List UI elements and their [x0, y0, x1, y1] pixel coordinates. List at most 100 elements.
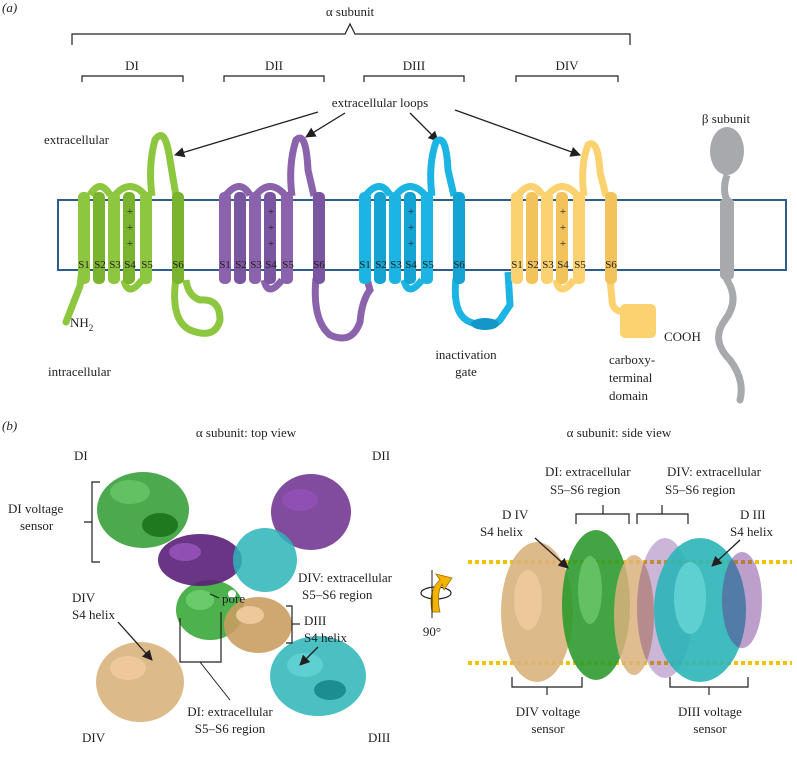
- segment-label-diii-s1: S1: [359, 259, 371, 271]
- panel-a-label: (a): [2, 0, 17, 15]
- panel-b: (b) α subunit: top view α subunit: side …: [2, 418, 792, 745]
- segment-label-di-s4: S4: [124, 259, 136, 271]
- bracket-di: [81, 75, 184, 82]
- beta-subunit-label: β subunit: [702, 111, 751, 126]
- s4-charge-diii-1: +: [408, 206, 414, 218]
- top-div-s4-label-2: S4 helix: [72, 607, 115, 622]
- top-div-extracellular-label-1: DIV: extracellular: [298, 570, 393, 585]
- segment-label-div-s4: S4: [557, 259, 569, 271]
- segment-label-di-s5: S5: [141, 259, 153, 271]
- s4-charge-di-3: +: [127, 238, 133, 250]
- extracellular-label: extracellular: [44, 132, 110, 147]
- top-diii-label: DIII: [368, 730, 390, 745]
- segment-label-div-s5: S5: [574, 259, 586, 271]
- domain-diii-topology: [359, 136, 514, 330]
- side-div-voltage-sensor-label-1: DIV voltage: [516, 704, 581, 719]
- carboxy-domain-label-3: domain: [609, 388, 648, 403]
- segment-label-dii-s4: S4: [265, 259, 277, 271]
- beta-subunit: [710, 127, 745, 404]
- side-div-s4-label-1: D IV: [502, 507, 529, 522]
- segment-label-dii-s5: S5: [282, 259, 294, 271]
- side-diii-voltage-sensor-label-1: DIII voltage: [678, 704, 742, 719]
- bracket-dii: [223, 75, 325, 82]
- segment-label-di-s3: S3: [109, 259, 121, 271]
- domain-brackets: DI DII DIII DIV: [81, 58, 619, 82]
- rotation-90-icon: [420, 570, 453, 618]
- segment-label-div-s3: S3: [542, 259, 554, 271]
- segment-label-diii-s2: S2: [375, 259, 387, 271]
- di-voltage-sensor-label-2: sensor: [20, 518, 54, 533]
- s4-charge-di-1: +: [127, 206, 133, 218]
- segment-label-div-s2: S2: [527, 259, 539, 271]
- panel-a: (a) α subunit DI DII DIII DIV extracellu…: [2, 0, 787, 404]
- side-div-s4-label-2: S4 helix: [480, 524, 523, 539]
- segment-label-div-s6: S6: [605, 259, 617, 271]
- side-div-extracellular-label-1: DIV: extracellular: [667, 464, 762, 479]
- segment-label-dii-s6: S6: [313, 259, 325, 271]
- cooh-label: COOH: [664, 329, 701, 344]
- segment-label-diii-s6: S6: [453, 259, 465, 271]
- extracellular-loops-label: extracellular loops: [332, 95, 428, 110]
- bracket-diii: [363, 75, 465, 82]
- intracellular-label: intracellular: [48, 364, 111, 379]
- s4-charge-div-3: +: [560, 238, 566, 250]
- side-diii-voltage-sensor-label-2: sensor: [693, 721, 727, 736]
- side-div-voltage-sensor-label-2: sensor: [531, 721, 565, 736]
- alpha-subunit-label: α subunit: [326, 4, 375, 19]
- top-di-label: DI: [74, 448, 88, 463]
- segment-label-di-s1: S1: [78, 259, 90, 271]
- segment-label-div-s1: S1: [511, 259, 523, 271]
- segment-label-diii-s3: S3: [390, 259, 402, 271]
- top-view-structure: [96, 472, 366, 722]
- top-div-s4-label-1: DIV: [72, 590, 96, 605]
- inactivation-gate-label-1: inactivation: [435, 347, 497, 362]
- s4-charge-div-1: +: [560, 206, 566, 218]
- side-div-extracellular-label-2: S5–S6 region: [665, 482, 736, 497]
- segment-label-di-s6: S6: [172, 259, 184, 271]
- top-diii-s4-label-1: DIII: [304, 613, 326, 628]
- domain-dii-topology: [219, 134, 374, 342]
- di-voltage-sensor-label-1: DI voltage: [8, 501, 63, 516]
- side-view-title: α subunit: side view: [567, 425, 672, 440]
- side-di-extracellular-label-1: DI: extracellular: [545, 464, 631, 479]
- alpha-subunit-bracket: [71, 22, 631, 45]
- domain-di-topology: [62, 132, 224, 337]
- domain-label-div: DIV: [555, 58, 579, 73]
- side-diii-s4-label-2: S4 helix: [730, 524, 773, 539]
- domain-div-topology: [511, 140, 656, 338]
- panel-b-label: (b): [2, 418, 17, 433]
- top-diii-s4-label-2: S4 helix: [304, 630, 347, 645]
- domain-label-diii: DIII: [403, 58, 425, 73]
- top-di-extracellular-label-2: S5–S6 region: [195, 721, 266, 736]
- side-view-structure: [468, 530, 792, 682]
- segment-label-dii-s3: S3: [250, 259, 262, 271]
- s4-charge-dii-3: +: [268, 238, 274, 250]
- top-di-extracellular-label-1: DI: extracellular: [187, 704, 273, 719]
- s4-charge-dii-1: +: [268, 206, 274, 218]
- s4-charge-diii-2: +: [408, 222, 414, 234]
- nh2-label: NH2: [70, 315, 93, 333]
- top-div-helices: [96, 597, 292, 722]
- loop-arrows: [174, 109, 581, 158]
- top-diii-helices: [233, 528, 366, 716]
- segment-label-diii-s5: S5: [422, 259, 434, 271]
- s4-charge-di-2: +: [127, 222, 133, 234]
- segment-label-dii-s1: S1: [219, 259, 231, 271]
- side-di-extracellular-bracket: [575, 513, 630, 524]
- top-div-label: DIV: [82, 730, 106, 745]
- segment-label-di-s2: S2: [94, 259, 106, 271]
- segment-label-dii-s2: S2: [235, 259, 247, 271]
- side-div-extracellular-bracket: [636, 513, 689, 524]
- rotation-label: 90°: [423, 624, 441, 639]
- carboxy-domain-label-2: terminal: [609, 370, 653, 385]
- top-div-extracellular-label-2: S5–S6 region: [302, 587, 373, 602]
- domain-label-di: DI: [125, 58, 139, 73]
- bracket-div: [515, 75, 619, 82]
- s4-charge-dii-2: +: [268, 222, 274, 234]
- top-dii-helices: [158, 474, 351, 586]
- top-view-title: α subunit: top view: [196, 425, 297, 440]
- segment-label-diii-s4: S4: [405, 259, 417, 271]
- di-voltage-sensor-bracket: [84, 481, 100, 563]
